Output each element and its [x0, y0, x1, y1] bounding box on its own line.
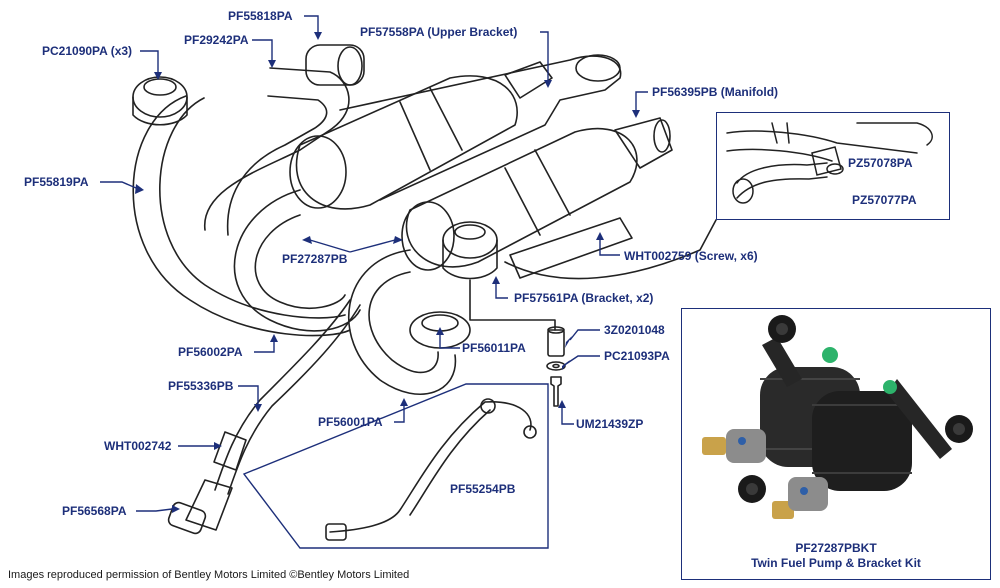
label-wht002742: WHT002742 — [104, 439, 172, 453]
pump-upper — [295, 75, 518, 210]
label-wht002759: WHT002759 (Screw, x6) — [624, 249, 758, 263]
pump-lower — [405, 127, 638, 268]
label-pf29242pa: PF29242PA — [184, 33, 249, 47]
spacer-3z0201048 — [547, 329, 565, 357]
label-pf57561pa: PF57561PA (Bracket, x2) — [514, 291, 654, 305]
sleeve-wht002742 — [213, 431, 247, 471]
kit-green-cap-2 — [883, 380, 897, 394]
hose-pf56002pa — [233, 189, 361, 332]
mount-top-left — [132, 76, 188, 118]
manifold-pf56395pb — [614, 117, 673, 169]
kit-part-number: PF27287PBKT — [795, 541, 877, 555]
label-pf55254pb: PF55254PB — [450, 482, 516, 496]
bolt-um21439zp — [550, 376, 562, 407]
hose-pf56001pa — [348, 249, 457, 395]
fitting-pf55818pa — [305, 44, 365, 86]
manifold-detail-inset — [716, 112, 950, 220]
pipe-pf55336pb — [214, 299, 351, 491]
label-pf57558pa: PF57558PA (Upper Bracket) — [360, 25, 518, 39]
label-pf56568pa: PF56568PA — [62, 504, 127, 518]
label-pz57077pa: PZ57077PA — [852, 193, 917, 207]
bracket-pf57561pa — [509, 217, 633, 279]
image-credit: Images reproduced permission of Bentley … — [8, 569, 410, 581]
label-pz57078pa: PZ57078PA — [848, 156, 913, 170]
label-pf55336pb: PF55336PB — [168, 379, 234, 393]
label-pf27287pb: PF27287PB — [282, 252, 348, 266]
label-pf56395pb: PF56395PB (Manifold) — [652, 85, 779, 99]
label-pc21090pa: PC21090PA (x3) — [42, 44, 133, 58]
kit-pump-front — [812, 391, 912, 491]
hose-pf55819pa — [132, 95, 351, 337]
kit-green-cap-1 — [822, 347, 838, 363]
connector-pf56568pa — [185, 479, 233, 531]
pf55254pb-box — [242, 383, 549, 549]
label-pf55819pa: PF55819PA — [24, 175, 89, 189]
label-pc21093pa: PC21093PA — [604, 349, 670, 363]
label-pf56001pa: PF56001PA — [318, 415, 383, 429]
mount-front — [442, 221, 498, 259]
label-pf56011pa: PF56011PA — [462, 341, 526, 355]
kit-photo-illustration — [702, 315, 973, 519]
label-um21439zp: UM21439ZP — [576, 417, 644, 431]
label-pf55818pa: PF55818PA — [228, 9, 293, 23]
label-pf56002pa: PF56002PA — [178, 345, 243, 359]
bracket-pf57558pa — [339, 55, 622, 201]
kit-title: Twin Fuel Pump & Bracket Kit — [751, 556, 921, 570]
kit-photo-box — [681, 308, 991, 580]
label-3z0201048: 3Z0201048 — [604, 323, 665, 337]
manifold-detail-drawing — [726, 122, 933, 204]
